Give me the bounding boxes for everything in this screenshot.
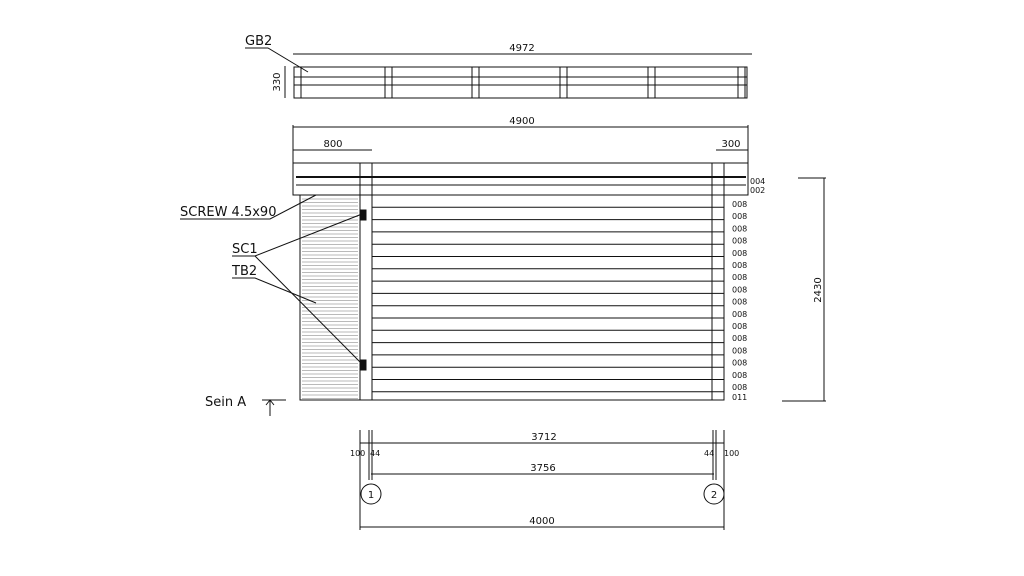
layer-label: 008: [732, 273, 747, 282]
dim-330: 330: [272, 72, 283, 91]
label-screw: SCREW 4.5x90: [180, 205, 276, 220]
axis-1: 1: [368, 490, 374, 501]
dim-44-left: 44: [370, 449, 380, 458]
dim-4900: 4900: [509, 116, 534, 127]
dim-44-right: 44: [704, 449, 714, 458]
log-wall: [372, 206, 724, 393]
layer-label: 008: [732, 285, 747, 294]
dim-2430: 2430: [813, 277, 824, 302]
layer-label: 008: [732, 383, 747, 392]
top-beam: [293, 66, 748, 99]
layer-label: 008: [732, 310, 747, 319]
dim-3756: 3756: [530, 463, 555, 474]
layer-label: 008: [732, 212, 747, 221]
dim-100-right: 100: [724, 449, 739, 458]
dim-800: 800: [323, 139, 342, 150]
layer-label: 011: [732, 393, 747, 402]
layer-label: 008: [732, 237, 747, 246]
dim-300: 300: [721, 139, 740, 150]
layer-label: 008: [732, 261, 747, 270]
layer-label: 002: [750, 186, 765, 195]
layer-label: 008: [732, 371, 747, 380]
layer-label: 008: [732, 249, 747, 258]
label-section: Sein A: [205, 395, 246, 410]
layer-label: 008: [732, 200, 747, 209]
layer-label: 008: [732, 346, 747, 355]
axis-2: 2: [711, 490, 717, 501]
dim-3712: 3712: [531, 432, 556, 443]
layer-label: 008: [732, 224, 747, 233]
label-tb2: TB2: [231, 264, 257, 279]
label-gb2: GB2: [245, 34, 272, 49]
layer-label: 008: [732, 359, 747, 368]
dim-4972: 4972: [509, 43, 534, 54]
dim-100-left: 100: [350, 449, 365, 458]
layer-label: 008: [732, 334, 747, 343]
layer-label: 008: [732, 322, 747, 331]
label-sc1: SC1: [232, 242, 258, 257]
layer-label: 008: [732, 298, 747, 307]
dim-4000: 4000: [529, 516, 554, 527]
layer-label: 004: [750, 177, 765, 186]
